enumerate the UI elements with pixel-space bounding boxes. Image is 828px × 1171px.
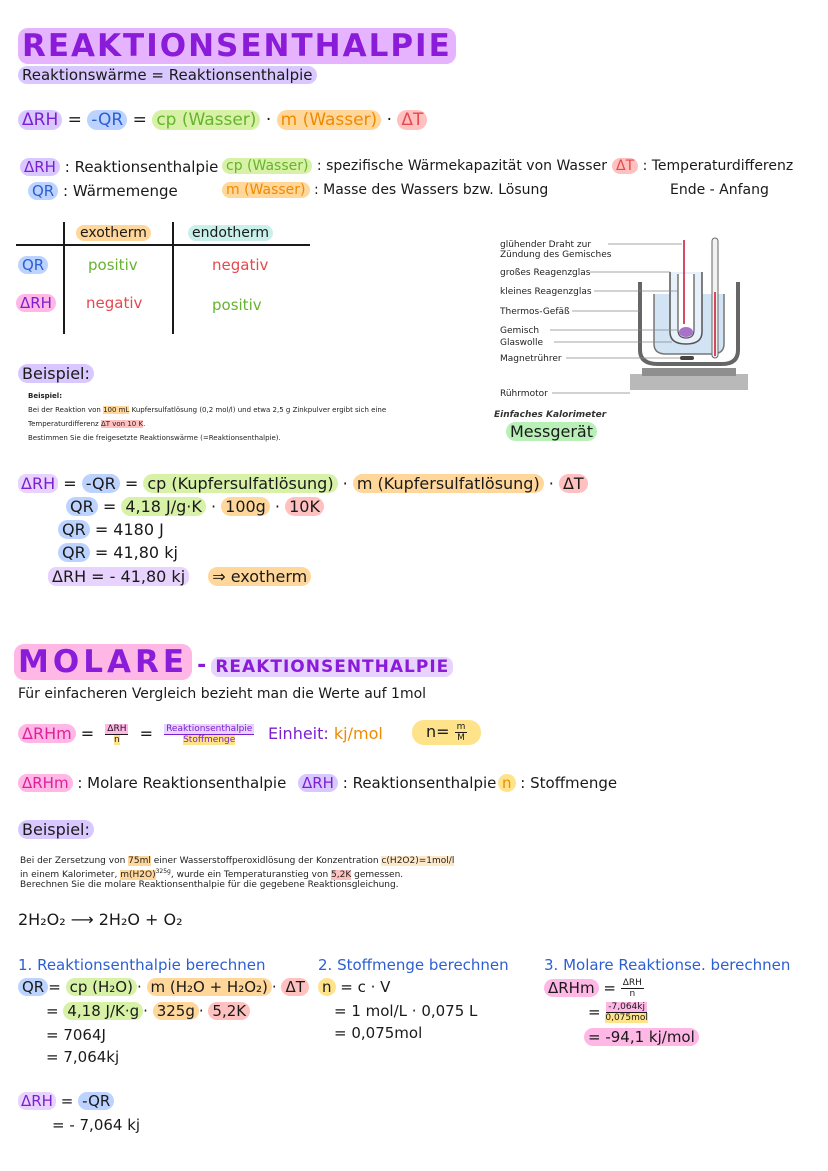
step1-line1: QR= cp (H₂O)· m (H₂O + H₂O₂)· ΔT (18, 978, 309, 996)
solution1-line2: QR = 4,18 J/g·K · 100g · 10K (66, 497, 324, 516)
example2-heading: Beispiel: (18, 820, 94, 839)
step3-line2: = -7,064kj 0,075mol (588, 1002, 648, 1023)
solution1-line4: QR = 41,80 kj (58, 543, 178, 562)
table-row-label: QR (18, 256, 49, 274)
section2-subtitle: Für einfacheren Vergleich bezieht man di… (18, 686, 427, 702)
label-thermos: Thermos-Gefäß (500, 307, 570, 317)
table-vline-1 (63, 222, 65, 334)
thermos-outer (638, 282, 740, 366)
example1-line1: Bei der Reaktion von 100 mL Kupfersulfat… (28, 406, 387, 414)
step1-line3: = 7064J (46, 1026, 106, 1044)
unit-label: Einheit: kj/mol (268, 724, 383, 743)
solution1-line3: QR = 4180 J (58, 520, 164, 539)
calorimeter-note: Messgerät (506, 422, 597, 441)
table-cell: positiv (212, 296, 262, 314)
section1-title: REAKTIONSENTHALPIE (18, 28, 456, 64)
step3-result: = -94,1 kj/mol (584, 1028, 699, 1046)
step2-line3: = 0,075mol (334, 1024, 423, 1042)
label-magnetruehrer: Magnetrührer (500, 354, 562, 364)
step1-line4: = 7,064kj (46, 1048, 120, 1066)
stoffmenge-formula: n= m M (412, 720, 482, 745)
stir-bar (680, 356, 694, 360)
table-row-label: ΔRH (16, 294, 56, 312)
table-cell: negativ (86, 294, 143, 312)
legend-drh-2: ΔRH : Reaktionsenthalpie (298, 774, 496, 792)
calorimeter-caption: Einfaches Kalorimeter (494, 410, 607, 420)
label-draht: glühender Draht zur Zündung des Gemische… (500, 240, 612, 260)
step3-heading: 3. Molare Reaktionse. berechnen (544, 956, 791, 974)
step2-line2: = 1 mol/L · 0,075 L (334, 1002, 478, 1020)
step3-line1: ΔRHm = ΔRH n (544, 978, 644, 999)
step2-heading: 2. Stoffmenge berechnen (318, 956, 509, 974)
gemisch (679, 327, 693, 337)
solution1-line5: ΔRH = - 41,80 kj ⇒ exotherm (48, 567, 312, 586)
example2-line2: in einem Kalorimeter, m(H2O)325g, wurde … (20, 868, 404, 880)
calorimeter-figure: glühender Draht zur Zündung des Gemische… (490, 232, 760, 450)
enthalpy-formula: ΔRH = -QR = cp (Wasser) · m (Wasser) · Δ… (18, 110, 428, 130)
reaction-equation: 2H₂O₂ ⟶ 2H₂O + O₂ (18, 910, 183, 929)
label-grosses-reagenzglas: großes Reagenzglas (500, 268, 591, 278)
legend-drh: ΔRH : Reaktionsenthalpie (20, 158, 218, 176)
legend-drhm: ΔRHm : Molare Reaktionsenthalpie (18, 774, 286, 792)
section2-title: MOLARE - REAKTIONSENTHALPIE (14, 644, 454, 680)
formula-qr: -QR (87, 110, 128, 130)
final-line2: = - 7,064 kj (52, 1116, 141, 1134)
molar-formula: ΔRHm = ΔRH n = Reaktionsenthalpie Stoffm… (18, 724, 260, 745)
solution1-line1: ΔRH = -QR = cp (Kupfersulfatlösung) · m … (18, 474, 588, 493)
motor-top (642, 368, 736, 376)
label-gemisch: Gemisch (500, 326, 540, 336)
formula-dt: ΔT (397, 110, 428, 130)
legend-dt: ΔT : Temperaturdifferenz (612, 158, 793, 174)
legend-n: n : Stoffmenge (498, 774, 617, 792)
example2-line3: Berechnen Sie die molare Reaktionsenthal… (20, 880, 399, 890)
calorimeter-drawing (550, 237, 748, 394)
motor-base (630, 374, 748, 390)
label-kleines-reagenzglas: kleines Reagenzglas (500, 287, 592, 297)
formula-m: m (Wasser) (276, 110, 382, 130)
formula-cp: cp (Wasser) (152, 110, 261, 130)
table-cell: negativ (212, 256, 269, 274)
example1-line3: Bestimmen Sie die freigesetzte Reaktions… (28, 434, 281, 442)
step1-heading: 1. Reaktionsenthalpie berechnen (18, 956, 266, 974)
table-cell: positiv (88, 256, 138, 274)
example1-heading: Beispiel: (18, 364, 94, 383)
legend-cp: cp (Wasser) : spezifische Wärmekapazität… (222, 158, 607, 174)
final-line1: ΔRH = -QR (18, 1092, 115, 1110)
table-vline-2 (172, 222, 174, 334)
table-hline (16, 244, 310, 246)
table-header-endotherm: endotherm (188, 225, 274, 241)
legend-m: m (Wasser) : Masse des Wassers bzw. Lösu… (222, 182, 548, 198)
small-test-tube (677, 274, 695, 339)
table-header-exotherm: exotherm (76, 225, 151, 241)
example1-line2: Temperaturdifferenz ΔT von 10 K. (28, 420, 146, 428)
step2-line1: n = c · V (318, 978, 390, 996)
label-ruehrmotor: Rührmotor (500, 389, 548, 399)
fraction-drh-n: ΔRH n (105, 724, 129, 745)
section1-subtitle: Reaktionswärme = Reaktionsenthalpie (18, 66, 317, 84)
example2-line1: Bei der Zersetzung von 75ml einer Wasser… (20, 856, 455, 866)
formula-drh: ΔRH (18, 110, 63, 130)
legend-dt-note: Ende - Anfang (670, 182, 769, 198)
fraction-words: Reaktionsenthalpie Stoffmenge (164, 724, 255, 745)
example1-box-heading: Beispiel: (28, 392, 63, 400)
legend-qr: QR : Wärmemenge (28, 182, 178, 200)
label-glaswolle: Glaswolle (500, 338, 544, 348)
step1-line2: = 4,18 J/K·g· 325g· 5,2K (46, 1002, 251, 1020)
